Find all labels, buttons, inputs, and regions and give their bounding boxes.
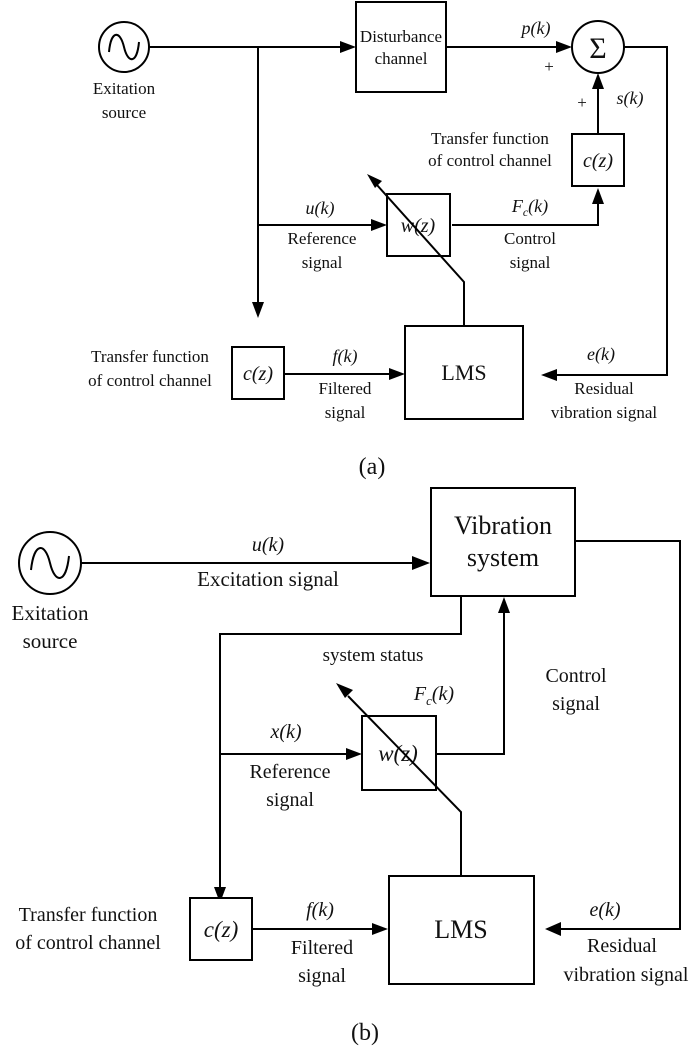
- wz-adaptive-filter-block: w(z): [386, 193, 451, 257]
- transfer-fn-label-2: of control channel: [428, 151, 552, 170]
- filtered-label-2: signal: [325, 403, 366, 422]
- arrowhead: [556, 41, 572, 53]
- source-label-2: source: [102, 103, 146, 122]
- arrowhead: [545, 922, 561, 936]
- adaptation-line: [376, 184, 465, 326]
- vibration-label-2: system: [467, 543, 539, 572]
- source-label-1: Exitation: [12, 601, 89, 625]
- residual-label-2: vibration signal: [564, 964, 689, 986]
- residual-label-1: Residual: [587, 935, 657, 957]
- lms-block: LMS: [388, 875, 535, 985]
- arrowhead: [592, 73, 604, 89]
- reference-label-2: signal: [266, 789, 314, 811]
- arrowhead: [346, 748, 362, 760]
- cz-label: c(z): [243, 363, 273, 385]
- diagram-a: Exitation source Disturbance channel p(k…: [88, 1, 668, 480]
- u-k-label: u(k): [306, 198, 335, 219]
- wire-control: [436, 606, 505, 755]
- summing-junction: Σ: [571, 20, 625, 74]
- arrowhead: [592, 188, 604, 204]
- cz-block-top: c(z): [571, 133, 625, 187]
- cz-block-bottom: c(z): [231, 346, 285, 400]
- f-k-label: f(k): [306, 899, 334, 921]
- f-k-label: f(k): [333, 346, 358, 367]
- lms-label: LMS: [441, 360, 486, 385]
- transfer-fn-label-1: Transfer function: [19, 904, 158, 926]
- lms-block: LMS: [404, 325, 524, 420]
- disturbance-label-2: channel: [375, 49, 428, 68]
- lms-label: LMS: [434, 915, 487, 944]
- vibration-label-1: Vibration: [454, 511, 552, 540]
- filtered-label-1: Filtered: [291, 937, 353, 959]
- caption-a: (a): [359, 454, 386, 480]
- disturbance-channel-block: Disturbance channel: [355, 1, 447, 93]
- transfer-fn-label-1: Transfer function: [431, 129, 549, 148]
- wire-residual: [555, 540, 681, 930]
- filtered-label-2: signal: [298, 965, 346, 987]
- transfer-fn-label-2: of control channel: [15, 932, 161, 954]
- source-label-1: Exitation: [93, 79, 156, 98]
- system-status-label: system status: [323, 645, 424, 666]
- residual-label-2: vibration signal: [551, 403, 658, 422]
- filtered-label-1: Filtered: [319, 379, 372, 398]
- wire-control: [452, 196, 599, 226]
- adaptation-line: [347, 695, 462, 876]
- caption-b: (b): [351, 1020, 379, 1046]
- arrowhead: [214, 887, 226, 903]
- cz-label: c(z): [583, 150, 613, 172]
- reference-label-1: Reference: [249, 761, 330, 783]
- control-label-2: signal: [510, 253, 551, 272]
- reference-label-2: signal: [302, 253, 343, 272]
- wire-system-status: [219, 596, 462, 895]
- reference-label-1: Reference: [288, 229, 357, 248]
- control-label-1: Control: [504, 229, 556, 248]
- arrowhead: [340, 41, 356, 53]
- disturbance-label-1: Disturbance: [360, 27, 442, 46]
- wire-residual: [552, 46, 668, 376]
- transfer-fn-label-2: of control channel: [88, 371, 212, 390]
- p-k-label: p(k): [520, 18, 551, 39]
- vibration-system-block: Vibration system: [430, 487, 576, 597]
- sine-wave-icon: [30, 547, 70, 579]
- u-k-label: u(k): [252, 534, 285, 556]
- sine-wave-icon: [108, 33, 140, 61]
- arrowhead: [372, 923, 388, 935]
- fc-k-label: Fc(k): [413, 683, 455, 708]
- diagram-b: Exitation source u(k) Excitation signal …: [12, 487, 689, 1046]
- excitation-source-a: Exitation source: [93, 21, 156, 122]
- arrowhead: [412, 556, 430, 570]
- control-label-2: signal: [552, 693, 600, 715]
- arrowhead: [498, 597, 510, 613]
- transfer-fn-label-1: Transfer function: [91, 347, 209, 366]
- s-k-label: s(k): [617, 88, 644, 109]
- adaptation-arrow-icon: [336, 683, 353, 698]
- arrowhead: [371, 219, 387, 231]
- excitation-signal-label: Excitation signal: [197, 567, 339, 591]
- plus-sign: +: [544, 57, 554, 76]
- sigma-icon: Σ: [589, 32, 606, 65]
- e-k-label: e(k): [589, 899, 620, 921]
- arrowhead: [389, 368, 405, 380]
- cz-block: c(z): [189, 897, 253, 961]
- arrowhead: [541, 369, 557, 381]
- e-k-label: e(k): [587, 344, 615, 365]
- x-k-label: x(k): [269, 721, 301, 743]
- control-label-1: Control: [545, 665, 607, 687]
- arrowhead: [252, 302, 264, 318]
- excitation-source-b: Exitation source: [12, 531, 89, 653]
- fc-k-label: Fc(k): [511, 196, 548, 219]
- plus-sign: +: [577, 93, 587, 112]
- wz-adaptive-filter-block: w(z): [361, 715, 437, 791]
- adaptation-arrow-icon: [367, 174, 382, 188]
- residual-label-1: Residual: [574, 379, 634, 398]
- source-label-2: source: [23, 629, 78, 653]
- cz-label: c(z): [204, 917, 238, 942]
